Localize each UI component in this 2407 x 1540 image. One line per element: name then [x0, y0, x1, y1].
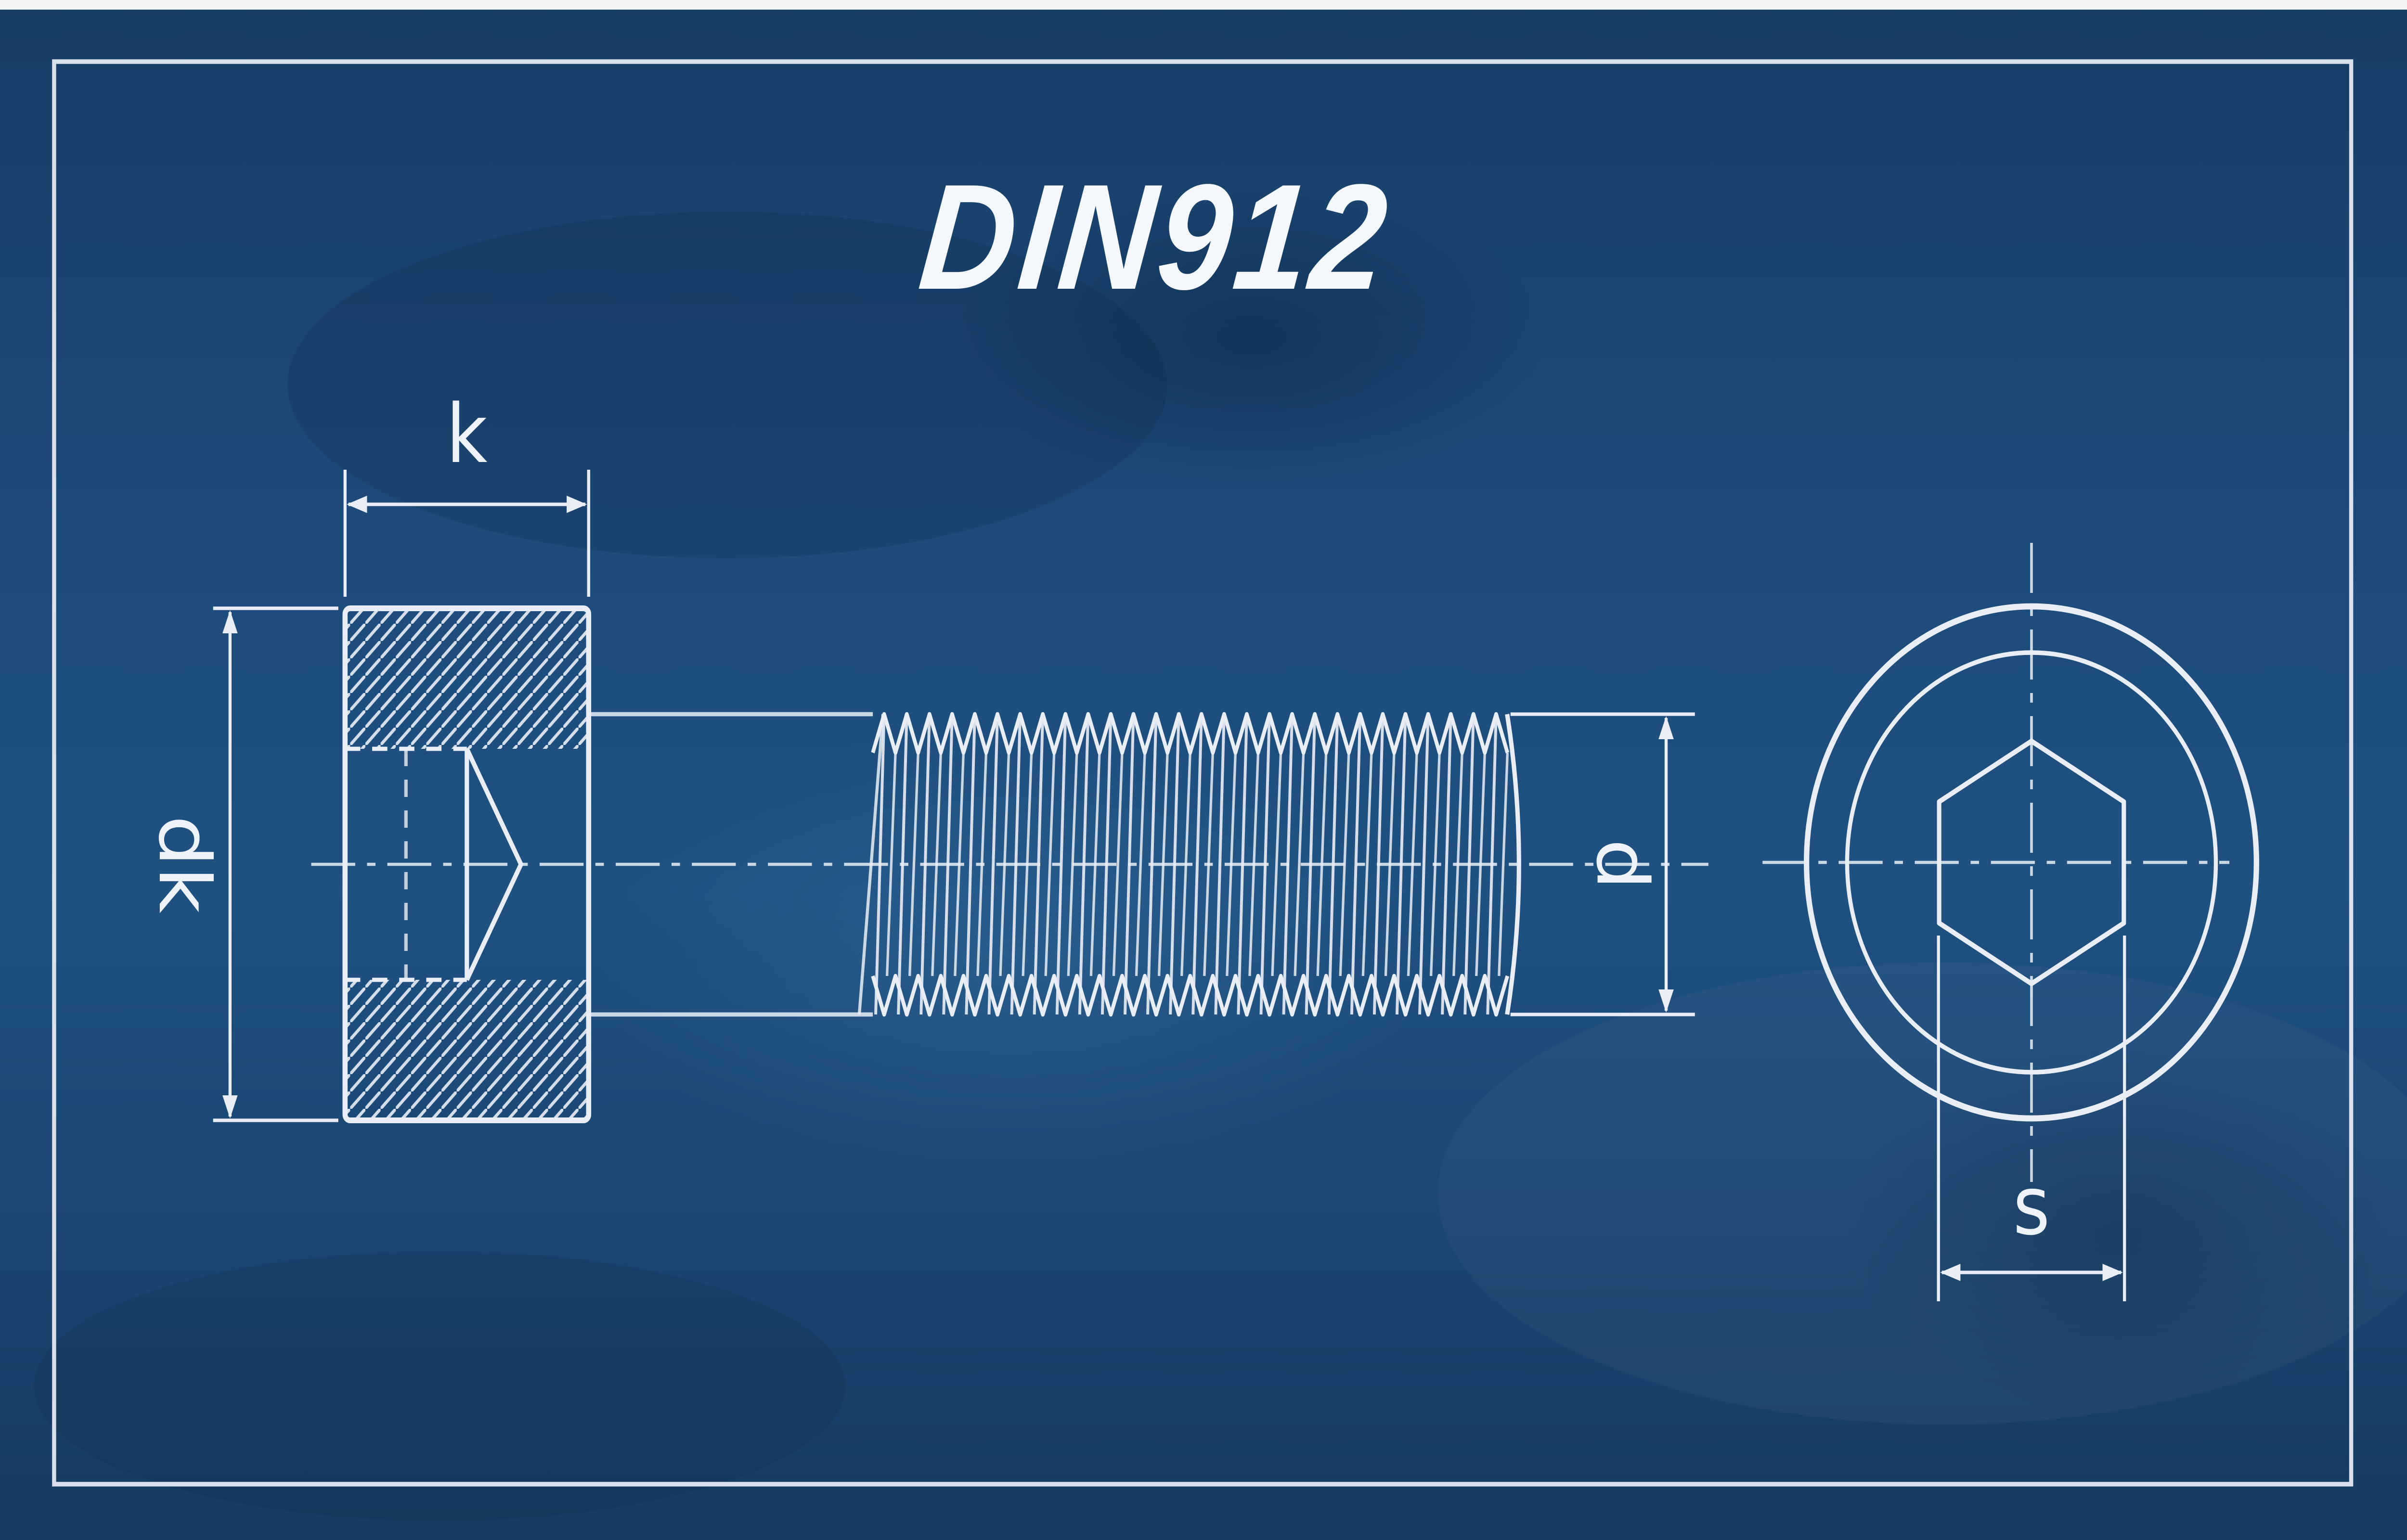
head-inner-circle: [1845, 650, 2218, 1075]
dim-s-label: s: [2013, 1159, 2050, 1253]
photo-edge-top: [0, 0, 2407, 10]
shank: [588, 712, 885, 1017]
side-view: [311, 605, 1708, 1123]
dim-k-label: k: [446, 387, 488, 481]
head-outer-circle: [1804, 603, 2259, 1122]
head-outline: [342, 605, 592, 1123]
drawing-title: DIN912: [913, 154, 1397, 321]
head-hatch-bottom: [347, 980, 587, 1118]
dimension-s: s: [1937, 936, 2126, 1301]
socket-cone: [465, 747, 523, 981]
thread-lines: [871, 712, 1510, 1017]
title-text: DIN912: [913, 154, 1397, 321]
paper-texture: [34, 212, 1167, 1521]
socket-section: [345, 746, 523, 982]
end-view: [1762, 543, 2259, 1182]
dimension-dk: dk: [142, 606, 338, 1122]
hex-socket: [1937, 738, 2126, 987]
head-hatch-top: [347, 610, 587, 749]
dimension-d: d: [1510, 712, 1695, 1016]
dim-dk-label: dk: [142, 815, 225, 913]
thread-runout-line: [857, 714, 885, 1015]
dimension-k: k: [343, 387, 590, 597]
border-frame: [52, 59, 2354, 1487]
dim-d-label: d: [1580, 839, 1663, 890]
thread-end-cap: [1505, 714, 1521, 1015]
